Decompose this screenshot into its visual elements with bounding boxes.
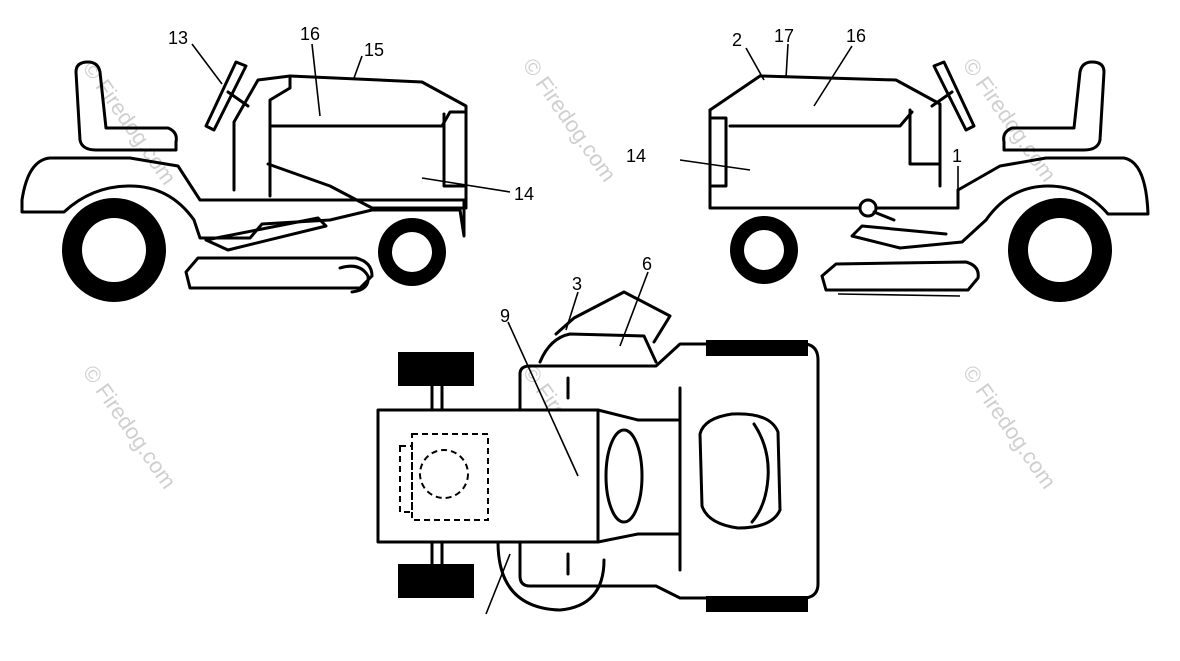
callout-14-left: 14 — [514, 184, 534, 204]
callout-16-left: 16 — [300, 24, 320, 44]
callout-17: 17 — [774, 26, 794, 46]
callout-9: 9 — [500, 306, 510, 326]
watermark-right-top: © Firedog.com — [958, 54, 1061, 187]
callout-14-right: 14 — [626, 146, 646, 166]
callout-3: 3 — [572, 274, 582, 294]
callout-16-right: 16 — [846, 26, 866, 46]
callout-2: 2 — [732, 30, 742, 50]
watermark-left-bottom: © Firedog.com — [78, 361, 181, 494]
watermark-center-top: © Firedog.com — [518, 54, 621, 187]
watermark-right-bottom: © Firedog.com — [958, 361, 1061, 494]
callout-leaders — [191, 43, 959, 615]
callout-labels: 13 16 15 14 2 17 16 14 1 3 6 9 — [168, 24, 962, 326]
tractor-left-side-view — [20, 60, 468, 302]
watermark-left-top: © Firedog.com — [78, 57, 181, 190]
tractor-right-side-view — [708, 60, 1150, 302]
callout-1: 1 — [952, 146, 962, 166]
callout-15: 15 — [364, 40, 384, 60]
tractor-top-view — [376, 290, 820, 612]
callout-6: 6 — [642, 254, 652, 274]
callout-13: 13 — [168, 28, 188, 48]
